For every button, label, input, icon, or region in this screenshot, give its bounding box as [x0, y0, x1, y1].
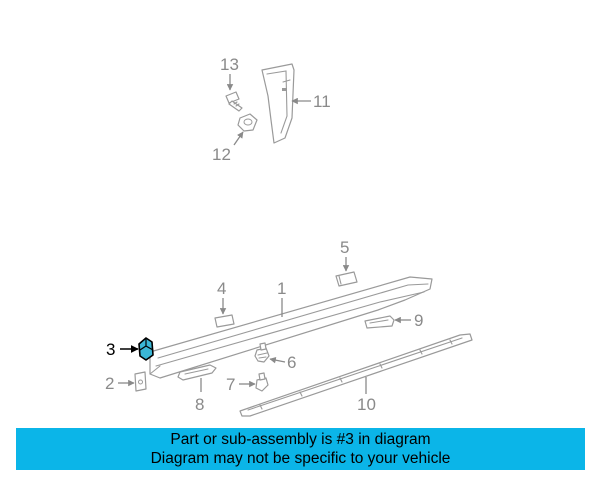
part-13-screw — [225, 91, 243, 112]
part-5-clip — [335, 271, 358, 287]
leader-6 — [269, 356, 286, 364]
part-7-push-pin — [255, 372, 269, 392]
callout-7: 7 — [226, 375, 235, 394]
callout-10: 10 — [357, 395, 376, 414]
info-banner: Part or sub-assembly is #3 in diagram Di… — [16, 428, 585, 470]
part-10-lower-molding — [239, 333, 473, 417]
callout-9: 9 — [414, 311, 423, 330]
part-6-push-pin — [254, 342, 270, 363]
callout-8: 8 — [195, 395, 204, 414]
callout-5: 5 — [340, 238, 349, 257]
banner-line-2: Diagram may not be specific to your vehi… — [150, 450, 451, 467]
part-2-retainer — [134, 371, 147, 392]
callout-6: 6 — [287, 353, 296, 372]
part-11-pillar-trim — [261, 63, 295, 144]
part-1-rocker-molding — [149, 276, 433, 379]
callout-2: 2 — [105, 374, 114, 393]
part-3-clip — [138, 337, 154, 361]
banner-line-1: Part or sub-assembly is #3 in diagram — [170, 431, 431, 448]
callout-13: 13 — [220, 55, 239, 74]
callout-4: 4 — [217, 279, 226, 298]
leader-12 — [233, 131, 244, 146]
part-8-bracket — [177, 364, 217, 381]
part-4-pad — [214, 314, 235, 328]
part-9-bracket — [364, 315, 395, 329]
part-12-clip — [237, 113, 258, 132]
callout-11: 11 — [313, 92, 331, 111]
callout-1: 1 — [277, 279, 286, 298]
callout-3: 3 — [106, 340, 115, 359]
callout-12: 12 — [212, 145, 231, 164]
